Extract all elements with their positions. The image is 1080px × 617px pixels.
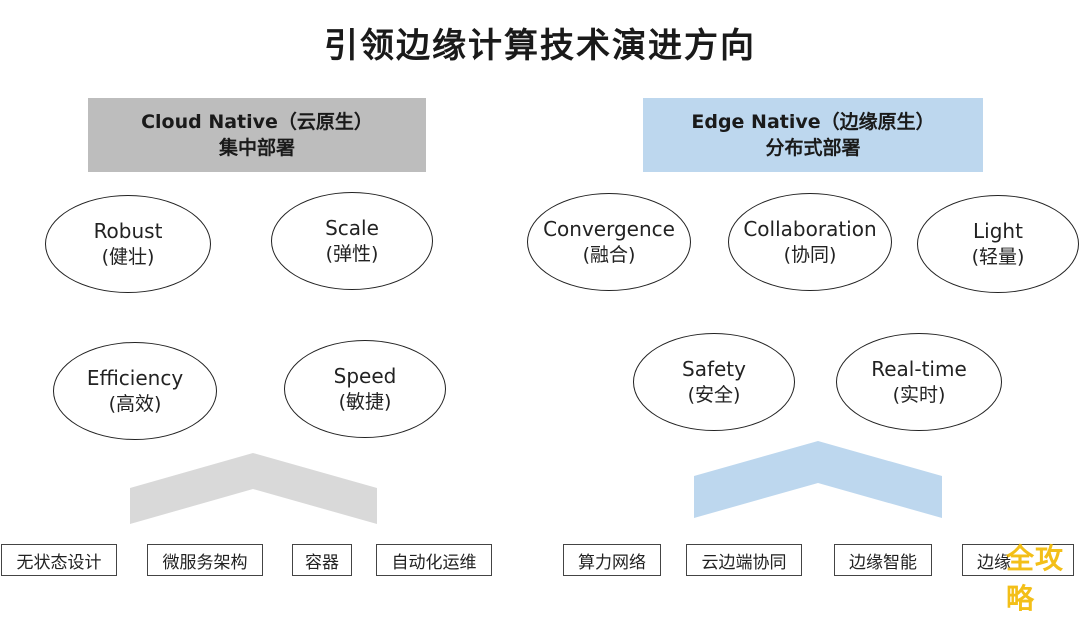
watermark: 全攻略 bbox=[1006, 542, 1065, 615]
trait-convergence: Convergence (融合) bbox=[527, 193, 691, 291]
trait-collaboration-zh: (协同) bbox=[783, 244, 837, 266]
tag-stateless-design: 无状态设计 bbox=[1, 544, 117, 576]
trait-collaboration: Collaboration (协同) bbox=[728, 193, 892, 291]
tag-container: 容器 bbox=[292, 544, 352, 576]
cloud-native-header: Cloud Native（云原生） 集中部署 bbox=[88, 98, 426, 172]
edge-chevron-arrow bbox=[694, 441, 942, 518]
trait-light-en: Light bbox=[973, 219, 1023, 243]
trait-convergence-en: Convergence bbox=[543, 217, 675, 241]
tag-computing-network: 算力网络 bbox=[563, 544, 661, 576]
trait-speed: Speed (敏捷) bbox=[284, 340, 446, 438]
tag-edge-intelligence: 边缘智能 bbox=[834, 544, 932, 576]
tag-automated-ops: 自动化运维 bbox=[376, 544, 492, 576]
trait-safety: Safety (安全) bbox=[633, 333, 795, 431]
cloud-chevron-arrow bbox=[130, 453, 377, 524]
trait-scale: Scale (弹性) bbox=[271, 192, 433, 290]
page-title: 引领边缘计算技术演进方向 bbox=[324, 26, 756, 66]
trait-efficiency: Efficiency (高效) bbox=[53, 342, 217, 440]
trait-light-zh: (轻量) bbox=[971, 246, 1025, 268]
trait-speed-en: Speed bbox=[333, 364, 397, 388]
edge-native-header-title: Edge Native（边缘原生） bbox=[691, 111, 935, 133]
trait-robust-zh: (健壮) bbox=[101, 246, 155, 268]
trait-scale-en: Scale bbox=[325, 216, 379, 240]
trait-speed-zh: (敏捷) bbox=[338, 391, 392, 413]
edge-native-header-subtitle: 分布式部署 bbox=[765, 137, 861, 159]
trait-scale-zh: (弹性) bbox=[325, 243, 379, 265]
trait-efficiency-zh: (高效) bbox=[108, 393, 162, 415]
trait-safety-zh: (安全) bbox=[687, 384, 741, 406]
trait-safety-en: Safety bbox=[682, 357, 746, 381]
cloud-native-header-subtitle: 集中部署 bbox=[218, 137, 295, 159]
edge-native-header: Edge Native（边缘原生） 分布式部署 bbox=[643, 98, 983, 172]
trait-real-time-en: Real-time bbox=[871, 357, 967, 381]
chevron-layer bbox=[130, 441, 942, 524]
trait-collaboration-en: Collaboration bbox=[743, 217, 877, 241]
trait-real-time: Real-time (实时) bbox=[836, 333, 1002, 431]
trait-robust: Robust (健壮) bbox=[45, 195, 211, 293]
trait-real-time-zh: (实时) bbox=[892, 384, 946, 406]
tag-cloud-edge-device-collab: 云边端协同 bbox=[686, 544, 802, 576]
trait-convergence-zh: (融合) bbox=[582, 244, 636, 266]
cloud-native-header-title: Cloud Native（云原生） bbox=[141, 111, 373, 133]
tag-edge-partial: 边缘 bbox=[962, 544, 1074, 576]
tag-microservice-architecture: 微服务架构 bbox=[147, 544, 263, 576]
trait-efficiency-en: Efficiency bbox=[86, 366, 184, 390]
trait-light: Light (轻量) bbox=[917, 195, 1079, 293]
trait-robust-en: Robust bbox=[93, 219, 163, 243]
